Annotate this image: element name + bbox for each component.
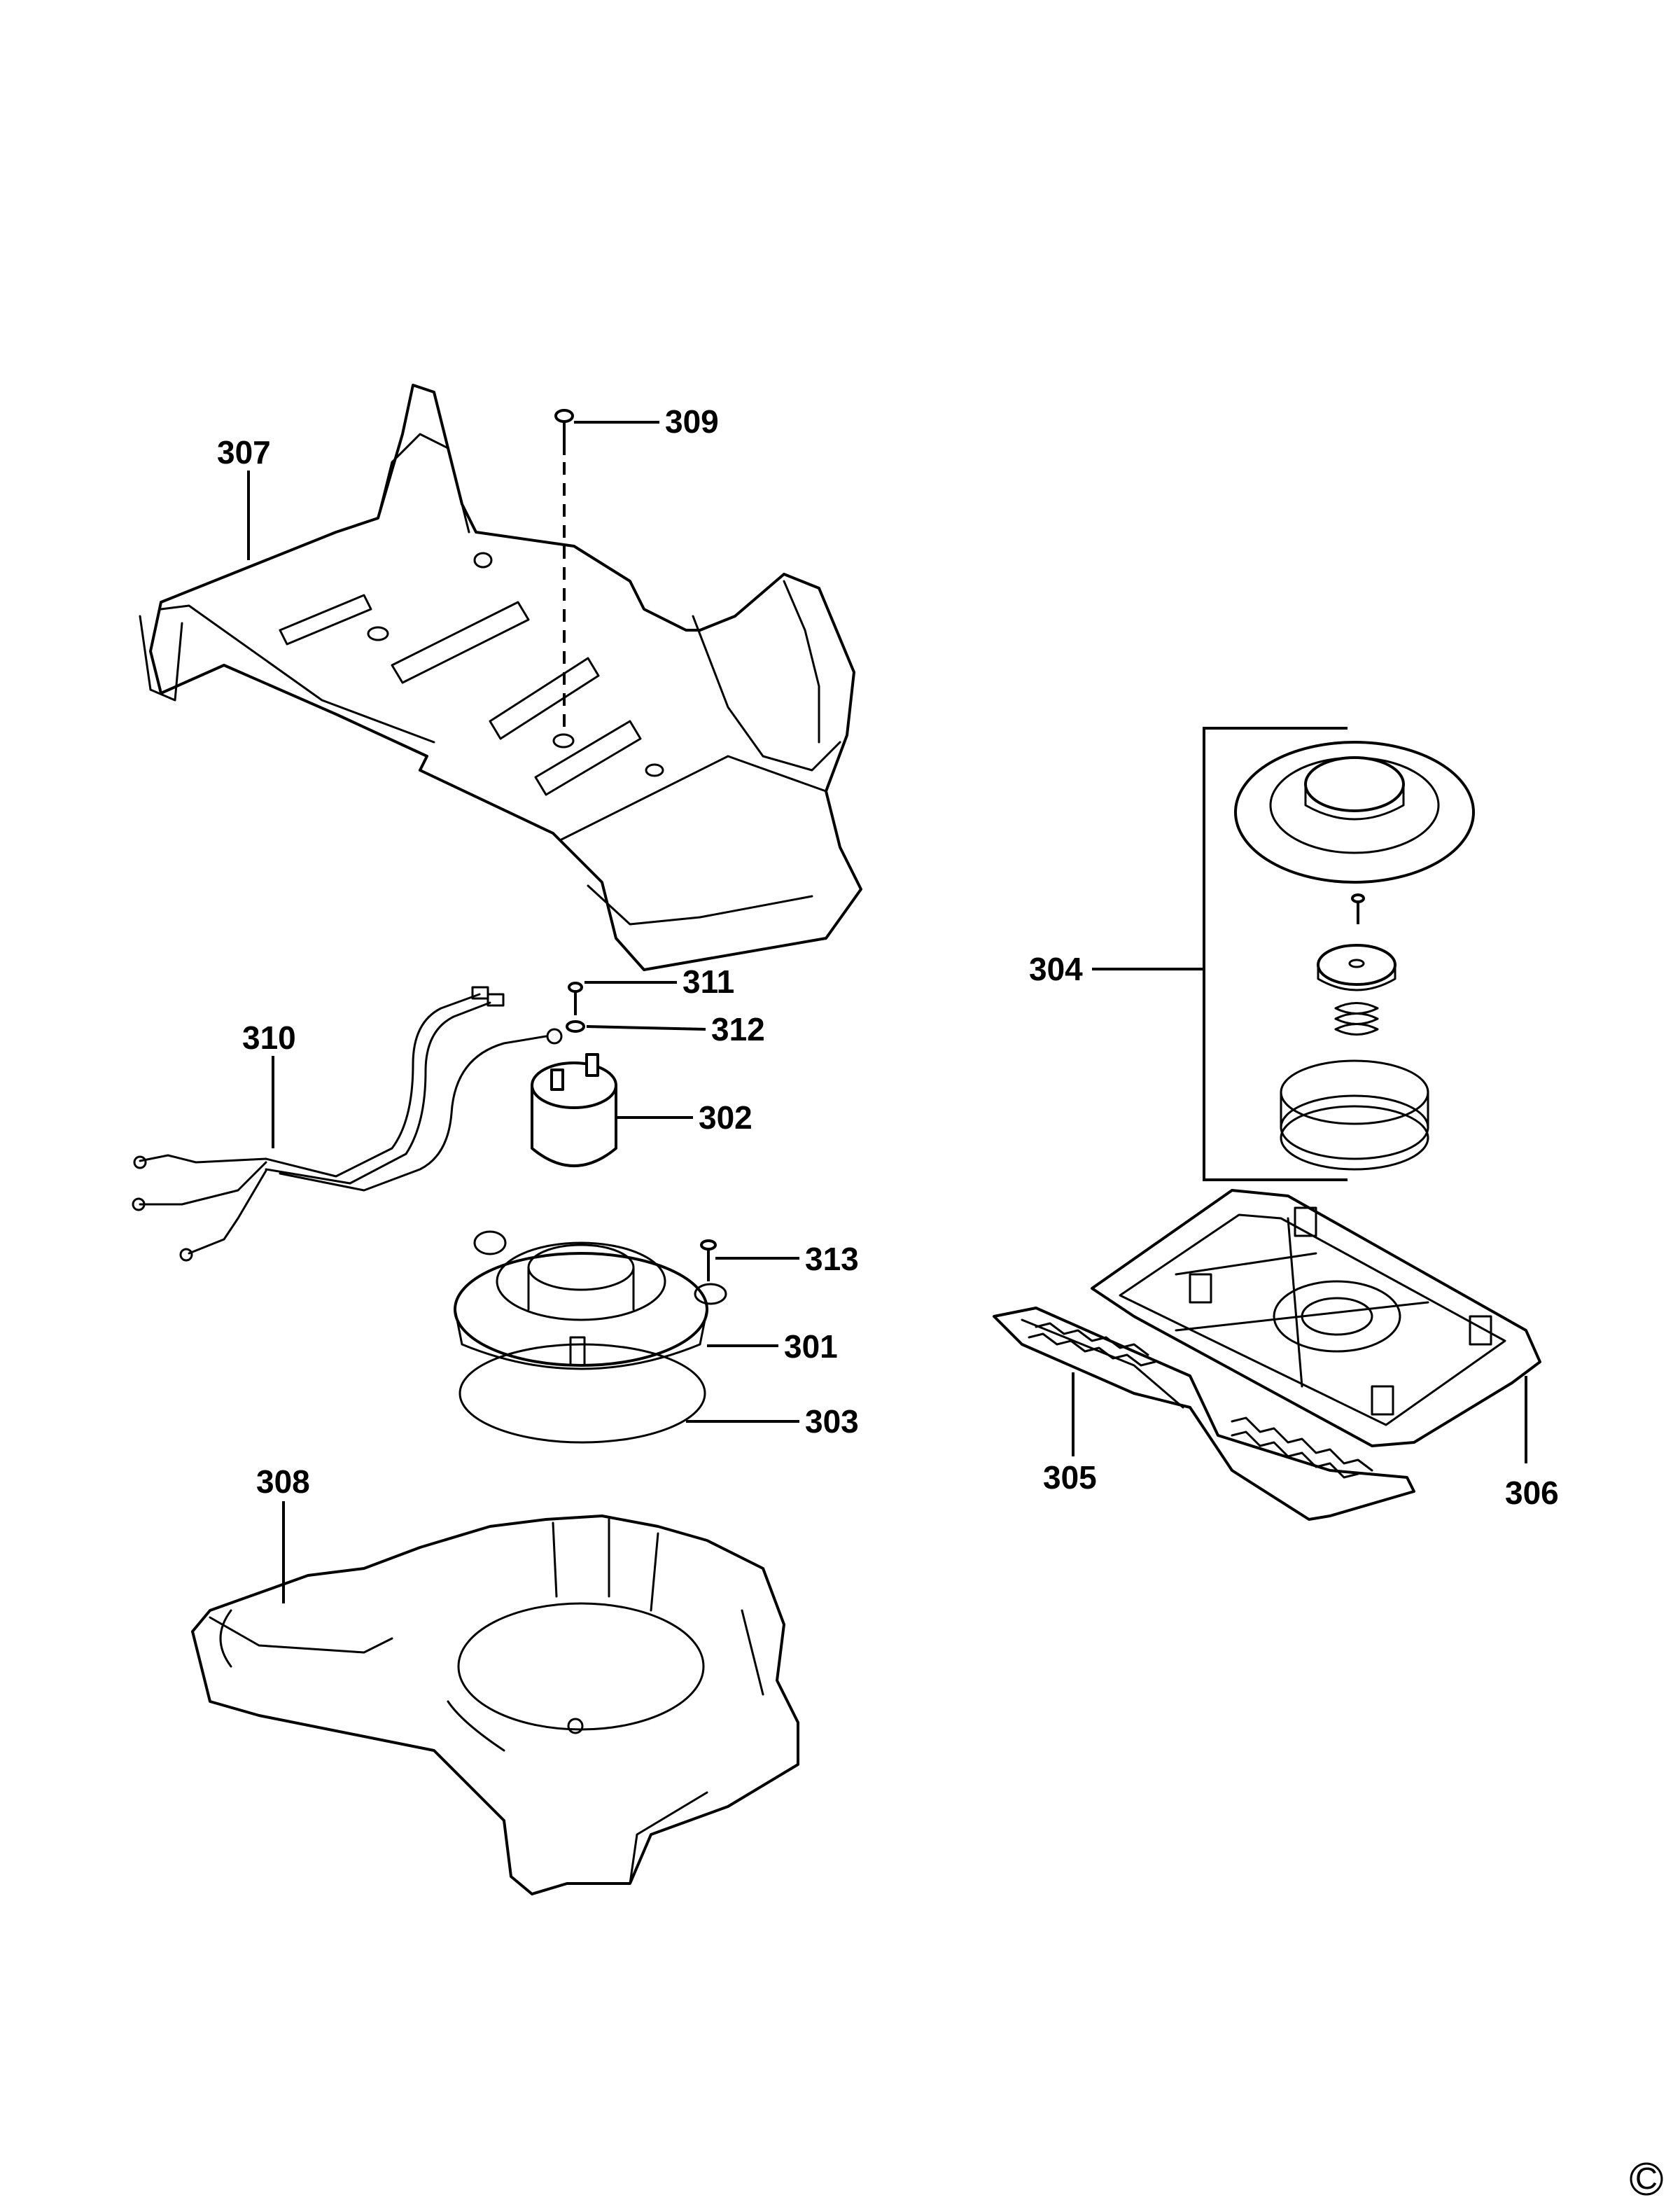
part-310-wiring-harness: [132, 986, 563, 1262]
label-311: 311: [682, 963, 734, 1000]
part-311-screw: [568, 982, 583, 1015]
copyright-mark: C: [1630, 2161, 1663, 2196]
part-305-filter-grille: [993, 1307, 1415, 1521]
copyright-symbol: C: [1635, 2161, 1658, 2196]
part-307-upper-housing: [139, 384, 862, 971]
part-304-spool-assembly: [1203, 727, 1475, 1181]
part-308-lower-deck: [191, 1515, 799, 1895]
part-303-gasket: [458, 1343, 706, 1444]
label-305: 305: [1043, 1459, 1097, 1496]
label-304: 304: [1029, 951, 1083, 987]
part-301-mount: [454, 1230, 727, 1370]
label-310: 310: [242, 1019, 296, 1056]
label-303: 303: [805, 1403, 859, 1440]
part-labels: 307 309 311 312 302 310 313 301 303 308 …: [217, 403, 1559, 1511]
label-301: 301: [784, 1328, 838, 1365]
label-306: 306: [1505, 1475, 1559, 1511]
leader-lines: [247, 421, 1527, 1603]
part-309-screw: [554, 409, 574, 735]
label-308: 308: [256, 1463, 310, 1500]
label-302: 302: [699, 1099, 752, 1136]
label-313: 313: [805, 1241, 859, 1277]
part-306-base-plate: [1091, 1189, 1541, 1447]
part-313-screw: [700, 1239, 717, 1281]
label-309: 309: [665, 403, 719, 440]
part-312-washer: [566, 1020, 585, 1033]
label-312: 312: [711, 1011, 765, 1047]
part-302-capacitor: [531, 1053, 617, 1167]
label-307: 307: [217, 434, 271, 471]
